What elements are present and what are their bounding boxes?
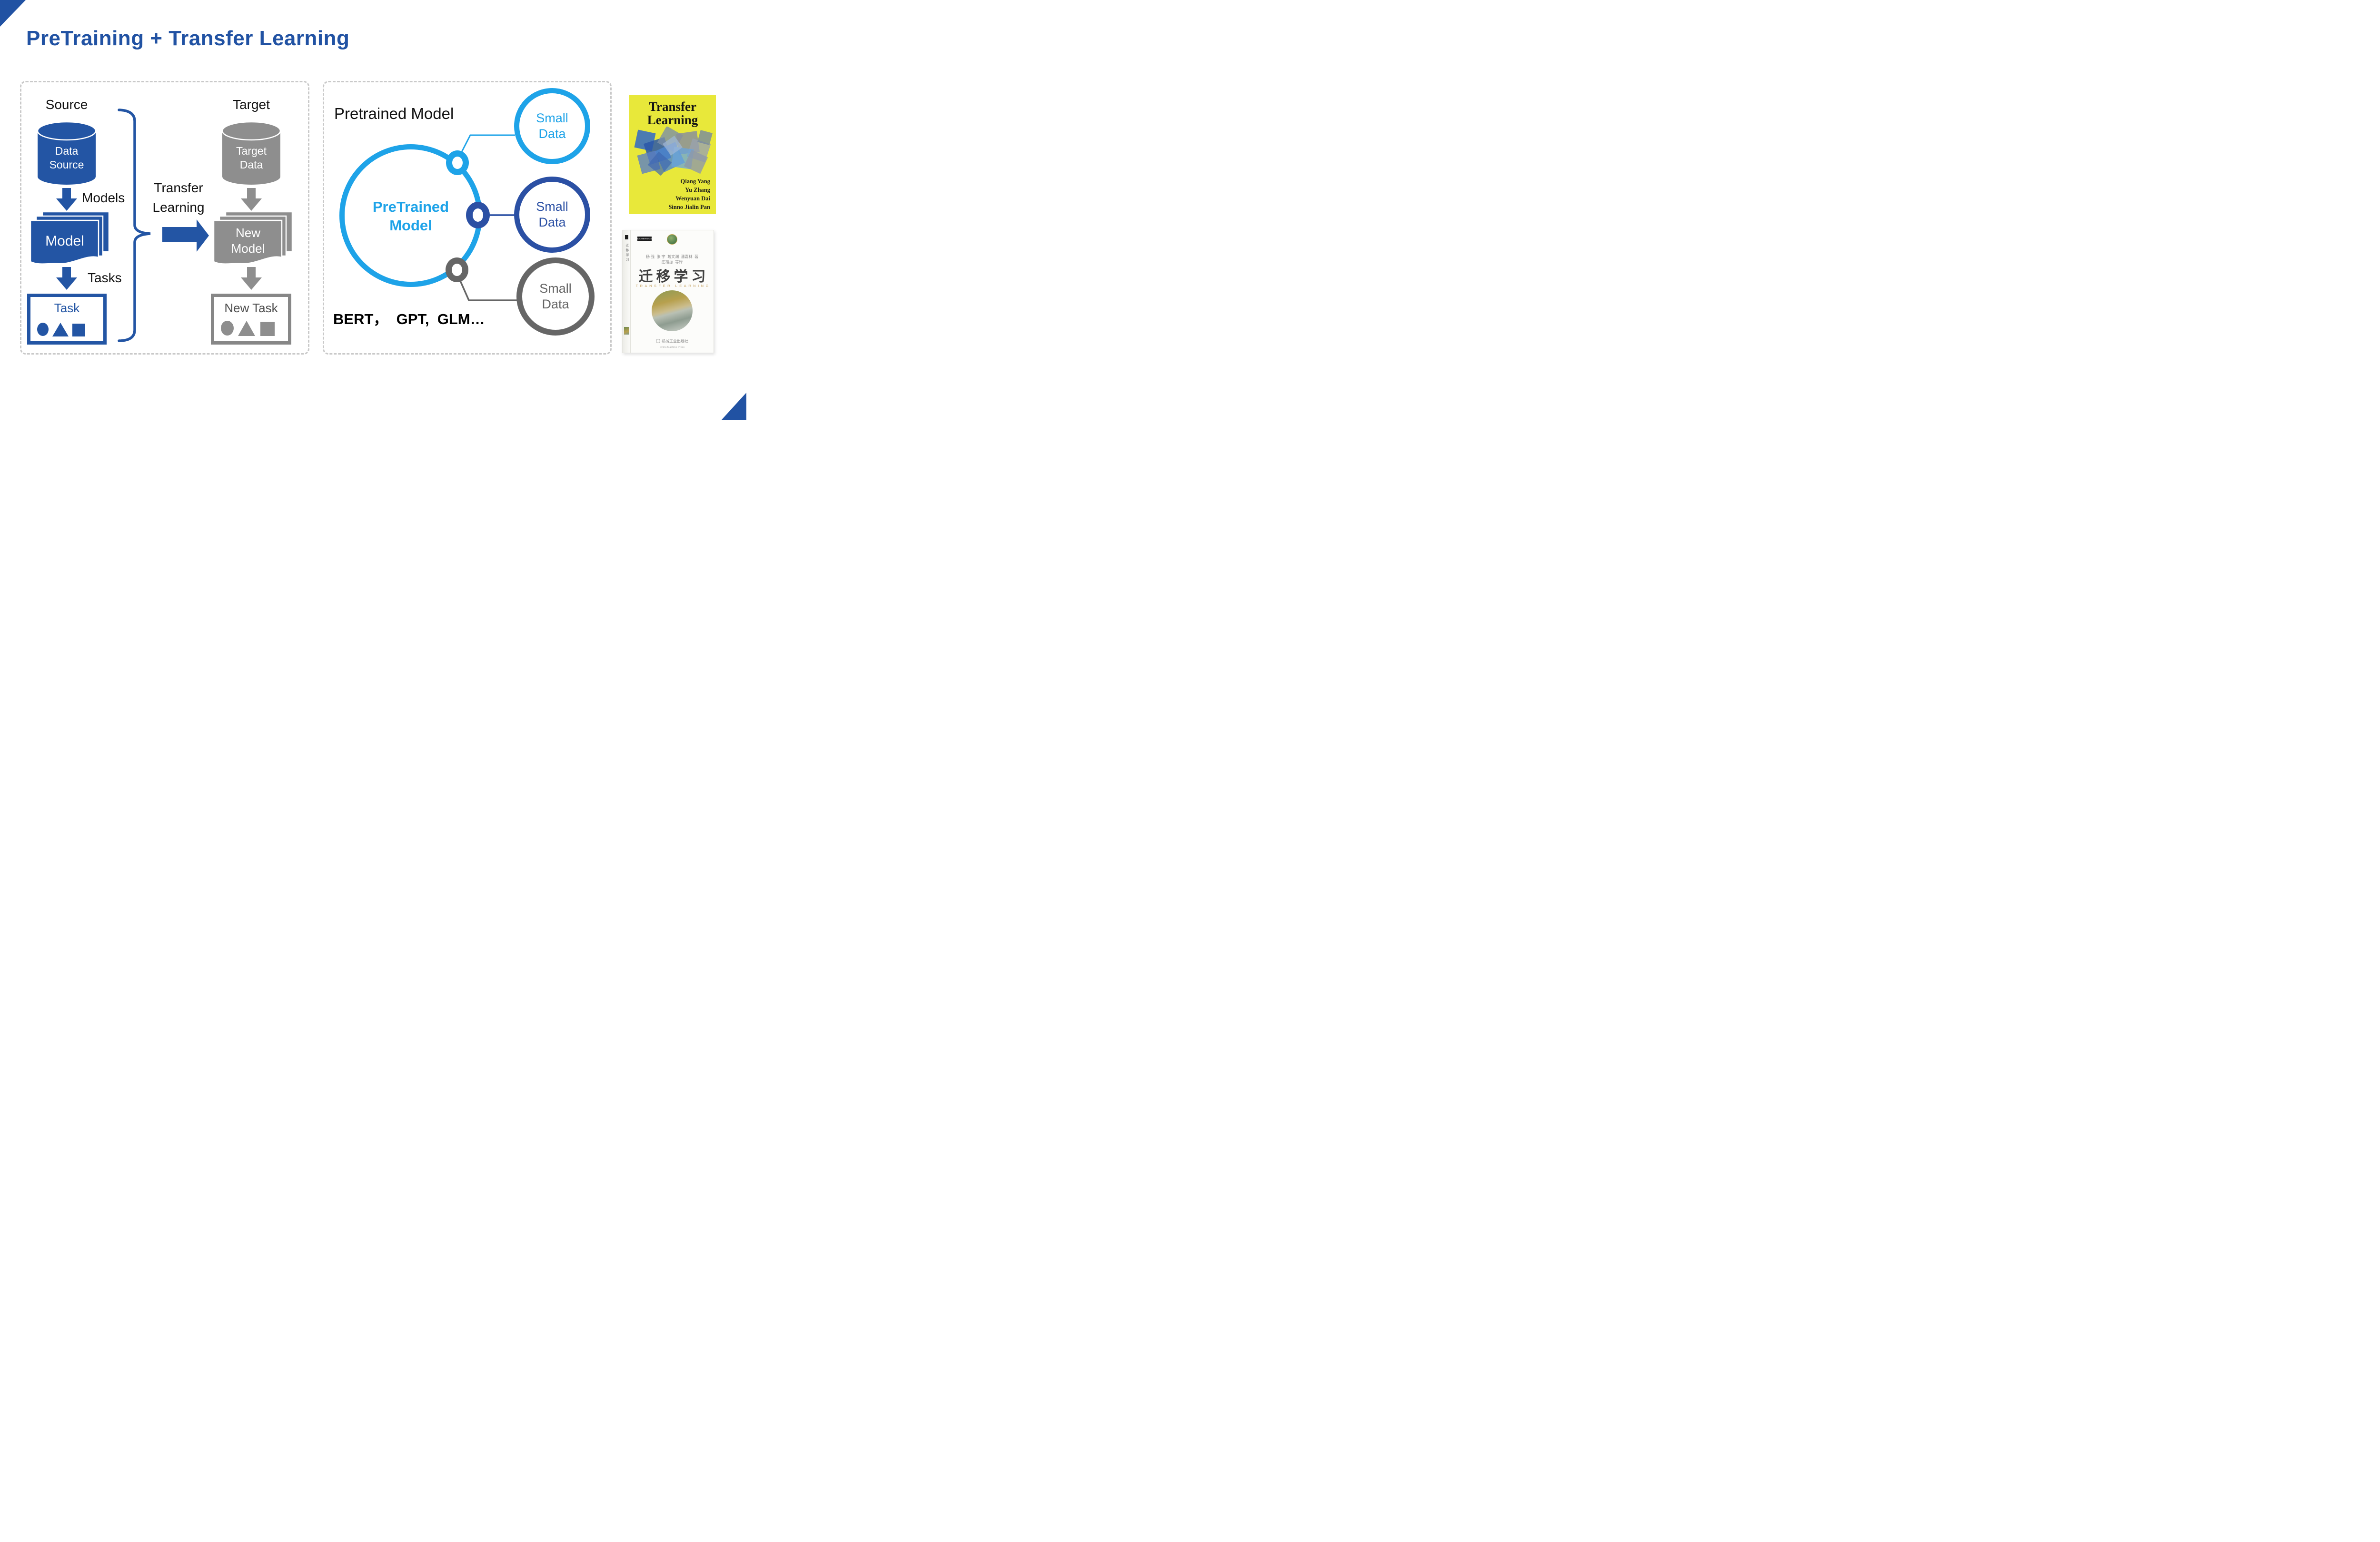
spine-logo-icon — [625, 235, 628, 239]
pretrained-model-heading: Pretrained Model — [334, 105, 454, 122]
series-emblem-icon — [667, 234, 677, 245]
publisher-name: 机械工业出版社 — [662, 339, 688, 344]
model-stack-label: Model — [45, 233, 84, 249]
publisher-block: 机械工业出版社 China Machine Press — [631, 337, 714, 349]
book-cover-collage — [632, 127, 713, 176]
page-title: PreTraining + Transfer Learning — [26, 27, 350, 50]
new-model-stack-label: New Model — [231, 226, 265, 256]
circle-shape-icon — [37, 323, 49, 336]
down-arrow-icon — [241, 267, 262, 290]
task-box: Task — [27, 294, 107, 345]
new-task-box-label: New Task — [224, 301, 278, 315]
new-task-box: New Task — [211, 294, 291, 345]
down-arrow-icon — [241, 188, 262, 211]
down-arrow-icon — [56, 188, 77, 211]
circle-shape-icon — [221, 321, 234, 336]
right-arrow-icon — [162, 219, 209, 252]
book-authors-line: 杨 强 张 宇 戴文渊 潘嘉林 著 — [645, 255, 699, 259]
spine-title: 迁移学习 — [625, 244, 629, 263]
target-label: Target — [233, 97, 270, 112]
triangle-shape-icon — [52, 323, 69, 336]
corner-triangle-top-left — [0, 0, 26, 27]
publisher-name-en: China Machine Press — [659, 346, 685, 349]
transfer-learning-book-cover: Transfer Learning Qiang Yang Yu Zhang We… — [629, 95, 716, 214]
connector-lines — [459, 134, 519, 301]
book-subtitle-en: TRANSFER LEARNING — [635, 284, 711, 288]
target-data-cylinder-icon — [221, 121, 281, 185]
small-data-circle-1: Small Data — [514, 88, 590, 164]
source-cylinder-label: Data Source — [49, 145, 84, 171]
task-box-label: Task — [54, 301, 80, 315]
models-label: Models — [82, 190, 125, 205]
cambridge-badge: CAMBRIDGE — [637, 237, 653, 241]
book-authors: Qiang Yang Yu Zhang Wenyuan Dai Sinno Ji… — [668, 178, 710, 211]
publisher-logo-icon — [656, 339, 660, 344]
pretrained-model-circle-label: PreTrained Model — [372, 198, 449, 234]
chinese-transfer-learning-book-cover: 迁移学习 CAMBRIDGE 杨 强 张 宇 戴文渊 潘嘉林 著 庄福振 等译 … — [622, 230, 714, 353]
curly-brace-icon — [118, 109, 151, 342]
pretrained-model-panel — [323, 81, 612, 355]
left-diagram-panel — [20, 81, 309, 355]
small-data-circle-2: Small Data — [514, 177, 590, 253]
book-title: Transfer Learning — [647, 99, 698, 128]
square-shape-icon — [260, 322, 275, 336]
model-names-label: BERT， GPT, GLM… — [333, 311, 485, 327]
source-data-cylinder-icon — [37, 121, 97, 185]
cover-landscape-image — [652, 290, 693, 331]
tasks-label: Tasks — [88, 270, 122, 285]
small-data-circle-3: Small Data — [516, 257, 595, 336]
model-stack-icon — [30, 211, 110, 265]
corner-triangle-bottom-right — [722, 393, 746, 420]
book-title-cn: 迁移学习 — [638, 269, 709, 285]
book-front-cover: CAMBRIDGE 杨 强 张 宇 戴文渊 潘嘉林 著 庄福振 等译 迁移学习 … — [631, 230, 714, 353]
new-model-stack-icon — [213, 211, 293, 265]
spine-thumbnail — [624, 327, 629, 335]
connector-node-gray — [446, 257, 468, 282]
source-label: Source — [45, 97, 88, 112]
transfer-learning-label: Transfer Learning — [152, 180, 205, 215]
book-spine: 迁移学习 — [623, 230, 631, 353]
connector-node-dark-blue — [466, 202, 490, 228]
triangle-shape-icon — [238, 321, 255, 336]
slide: PreTraining + Transfer Learning Source D… — [0, 0, 746, 420]
target-cylinder-label: Target Data — [236, 145, 267, 171]
square-shape-icon — [72, 324, 85, 336]
down-arrow-icon — [56, 267, 77, 290]
connector-node-light-blue — [446, 150, 469, 175]
book-translators-line: 庄福振 等译 — [661, 260, 683, 264]
